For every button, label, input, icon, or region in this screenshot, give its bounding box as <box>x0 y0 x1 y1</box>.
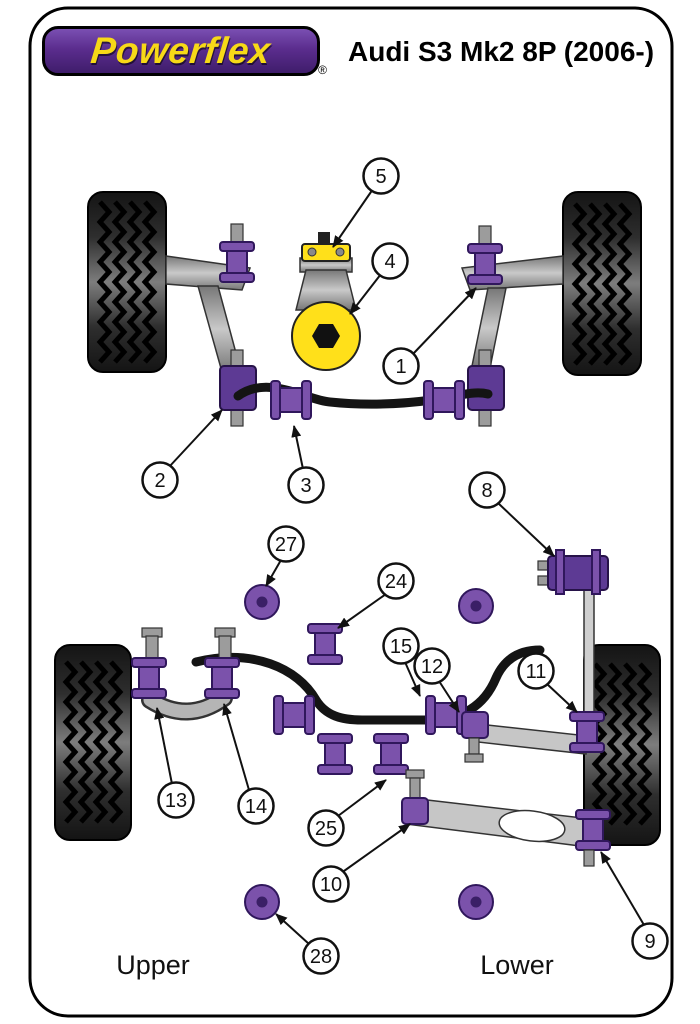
callout-4: 4 <box>349 242 409 315</box>
registered-trademark-icon: ® <box>318 63 327 77</box>
rear-upper-donut-right <box>458 588 494 624</box>
callout-5: 5 <box>332 157 400 248</box>
callout-13: 13 <box>154 707 195 819</box>
front-arb-clamp-right <box>467 349 505 427</box>
callout-2: 2 <box>141 409 223 499</box>
callout-25: 25 <box>307 779 387 847</box>
callout-8: 8 <box>468 471 555 557</box>
rear-left-tire <box>54 644 132 841</box>
callout-27: 27 <box>265 525 305 587</box>
rear-lower-arm <box>401 769 611 867</box>
front-upper-arm-bushing-right <box>467 225 503 285</box>
svg-text:5: 5 <box>375 166 386 188</box>
rear-subframe-mount <box>537 549 609 719</box>
rear-anti-roll-bar <box>191 645 545 725</box>
upper-label: Upper <box>116 950 190 980</box>
callout-3: 3 <box>287 425 325 504</box>
front-left-tire <box>87 191 167 373</box>
page-title: Audi S3 Mk2 8P (2006-) <box>348 36 655 67</box>
engine-mount-lower <box>291 269 361 371</box>
callout-9: 9 <box>600 851 669 960</box>
svg-text:4: 4 <box>384 251 395 273</box>
front-arb-clamp-left <box>219 349 257 427</box>
svg-text:9: 9 <box>644 931 655 953</box>
front-right-tire <box>562 191 642 376</box>
callout-12: 12 <box>413 647 460 713</box>
svg-text:28: 28 <box>310 946 332 968</box>
callout-28: 28 <box>275 913 340 975</box>
rear-lower-donut-left <box>244 884 280 920</box>
callout-10: 10 <box>312 823 411 903</box>
svg-text:3: 3 <box>300 475 311 497</box>
svg-text:24: 24 <box>385 571 407 593</box>
rear-lower-donut-right <box>458 884 494 920</box>
svg-text:8: 8 <box>481 480 492 502</box>
callout-1: 1 <box>382 287 477 385</box>
svg-text:13: 13 <box>165 790 187 812</box>
hex-nut-icon <box>312 324 340 348</box>
callout-14: 14 <box>222 703 275 825</box>
powerflex-logo-text: Powerflex <box>89 30 273 71</box>
front-upper-arm-bushing-left <box>219 223 255 283</box>
rear-suspension-diagram: 8 27 24 15 12 11 13 <box>54 471 669 975</box>
engine-mount-upper <box>299 232 353 273</box>
svg-text:12: 12 <box>421 656 443 678</box>
lower-label: Lower <box>480 950 554 980</box>
front-suspension-diagram: 5 4 1 2 3 <box>87 157 642 504</box>
callout-15: 15 <box>382 627 421 697</box>
svg-text:14: 14 <box>245 796 267 818</box>
callout-11: 11 <box>517 652 578 713</box>
callout-24: 24 <box>337 562 415 629</box>
svg-text:2: 2 <box>154 470 165 492</box>
svg-text:15: 15 <box>390 636 412 658</box>
svg-text:11: 11 <box>526 661 547 683</box>
svg-text:27: 27 <box>275 534 297 556</box>
svg-text:10: 10 <box>320 874 342 896</box>
rear-upper-donut-left <box>244 584 280 620</box>
powerflex-logo: Powerflex ® <box>42 26 327 77</box>
rear-left-arm <box>131 627 240 721</box>
svg-text:25: 25 <box>315 818 337 840</box>
rear-trailing-arm <box>461 711 605 763</box>
svg-text:1: 1 <box>395 356 406 378</box>
